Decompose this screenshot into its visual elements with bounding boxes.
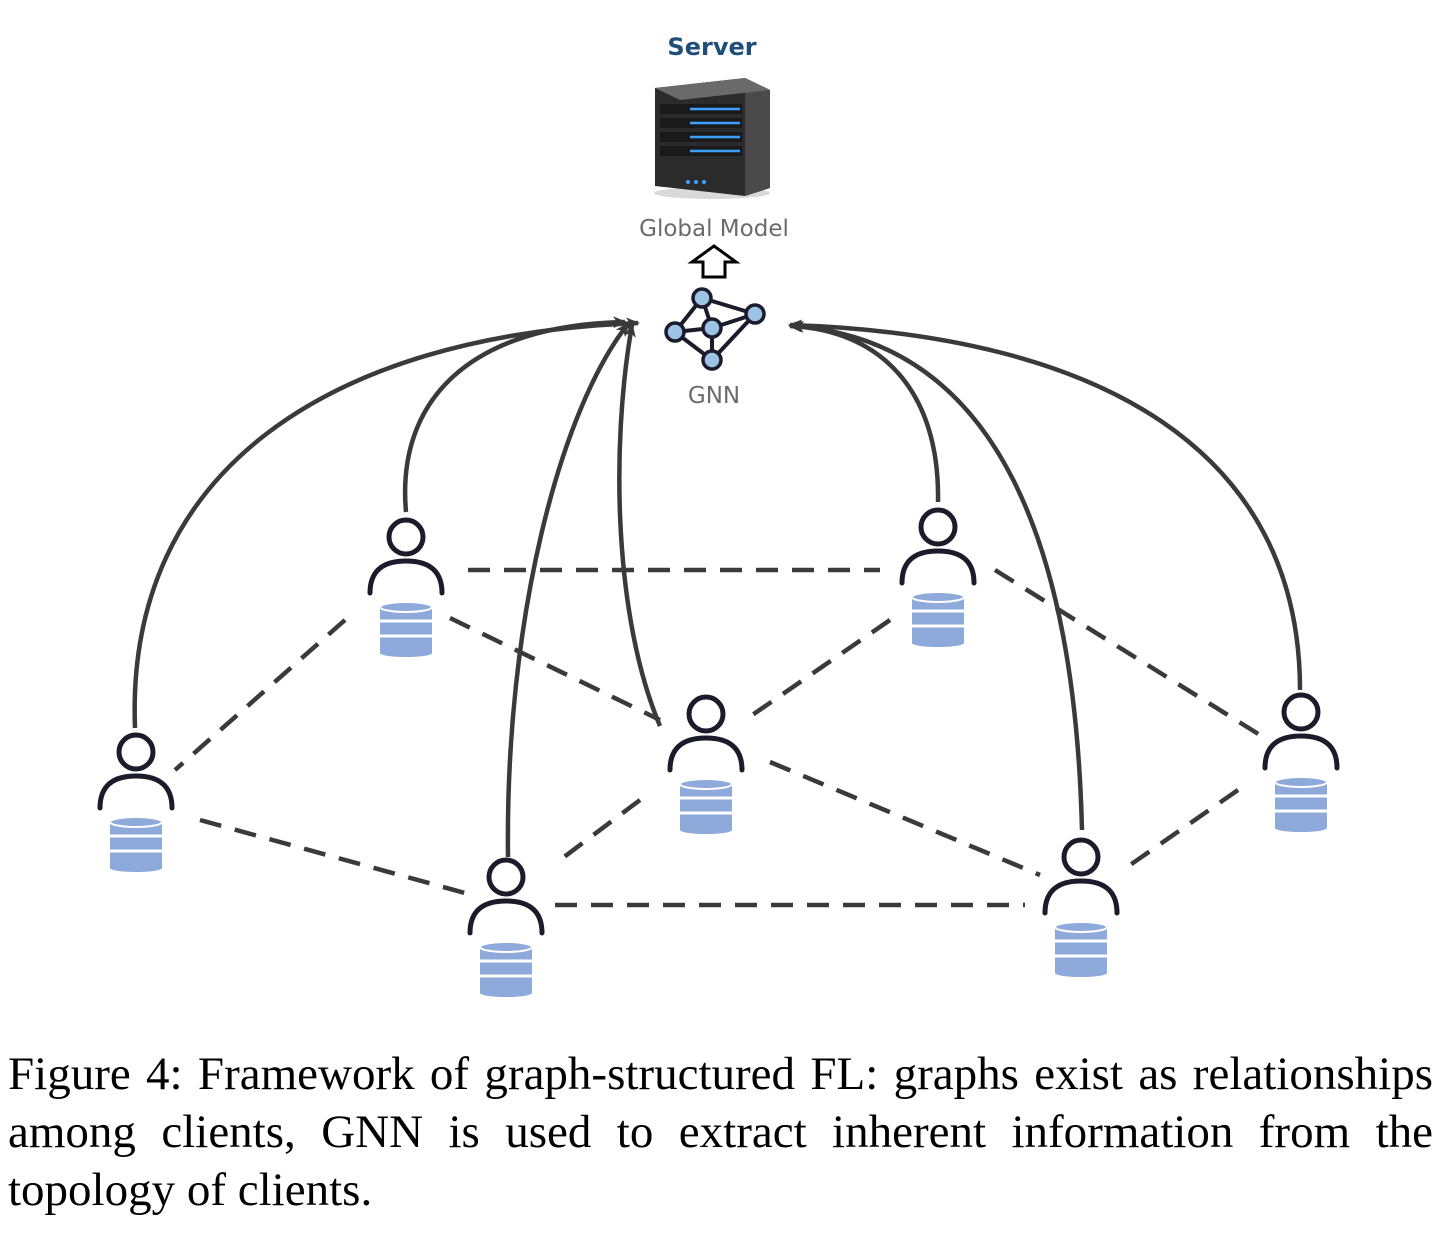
edge — [199, 817, 466, 896]
upload-arrow — [505, 322, 630, 858]
fl-framework-diagram: Server Global Model — [0, 33, 1450, 1020]
upload-arrow — [788, 319, 1303, 691]
gnn-label: GNN — [688, 383, 740, 409]
neural-graph-icon — [664, 287, 766, 371]
upload-arrow — [402, 316, 627, 513]
upload-arrow — [132, 317, 640, 729]
edge — [558, 798, 642, 862]
edge — [993, 568, 1262, 737]
upload-arrow — [617, 323, 663, 727]
server-title: Server — [667, 33, 756, 61]
edge — [746, 618, 892, 720]
upload-arrow — [790, 320, 1085, 831]
edge — [173, 618, 347, 772]
figure-caption: Figure 4: Framework of graph-structured … — [8, 1048, 1433, 1216]
client-right — [1265, 695, 1337, 832]
client-bottom-left — [470, 860, 542, 997]
upload-arrow — [788, 320, 941, 503]
edge — [449, 615, 661, 723]
client-bottom-right — [1045, 840, 1117, 977]
clients — [100, 510, 1337, 997]
client-left — [100, 735, 172, 872]
edge — [769, 759, 1041, 878]
upload-arrows — [132, 316, 1303, 858]
client-upper-right — [902, 510, 974, 647]
up-arrow-icon — [687, 244, 741, 279]
client-center — [670, 697, 742, 834]
server-rack-icon — [654, 78, 770, 199]
edge — [1118, 788, 1240, 874]
client-relationship-edges — [173, 567, 1262, 908]
global-model-label: Global Model — [639, 216, 789, 242]
client-upper-left — [370, 520, 442, 657]
